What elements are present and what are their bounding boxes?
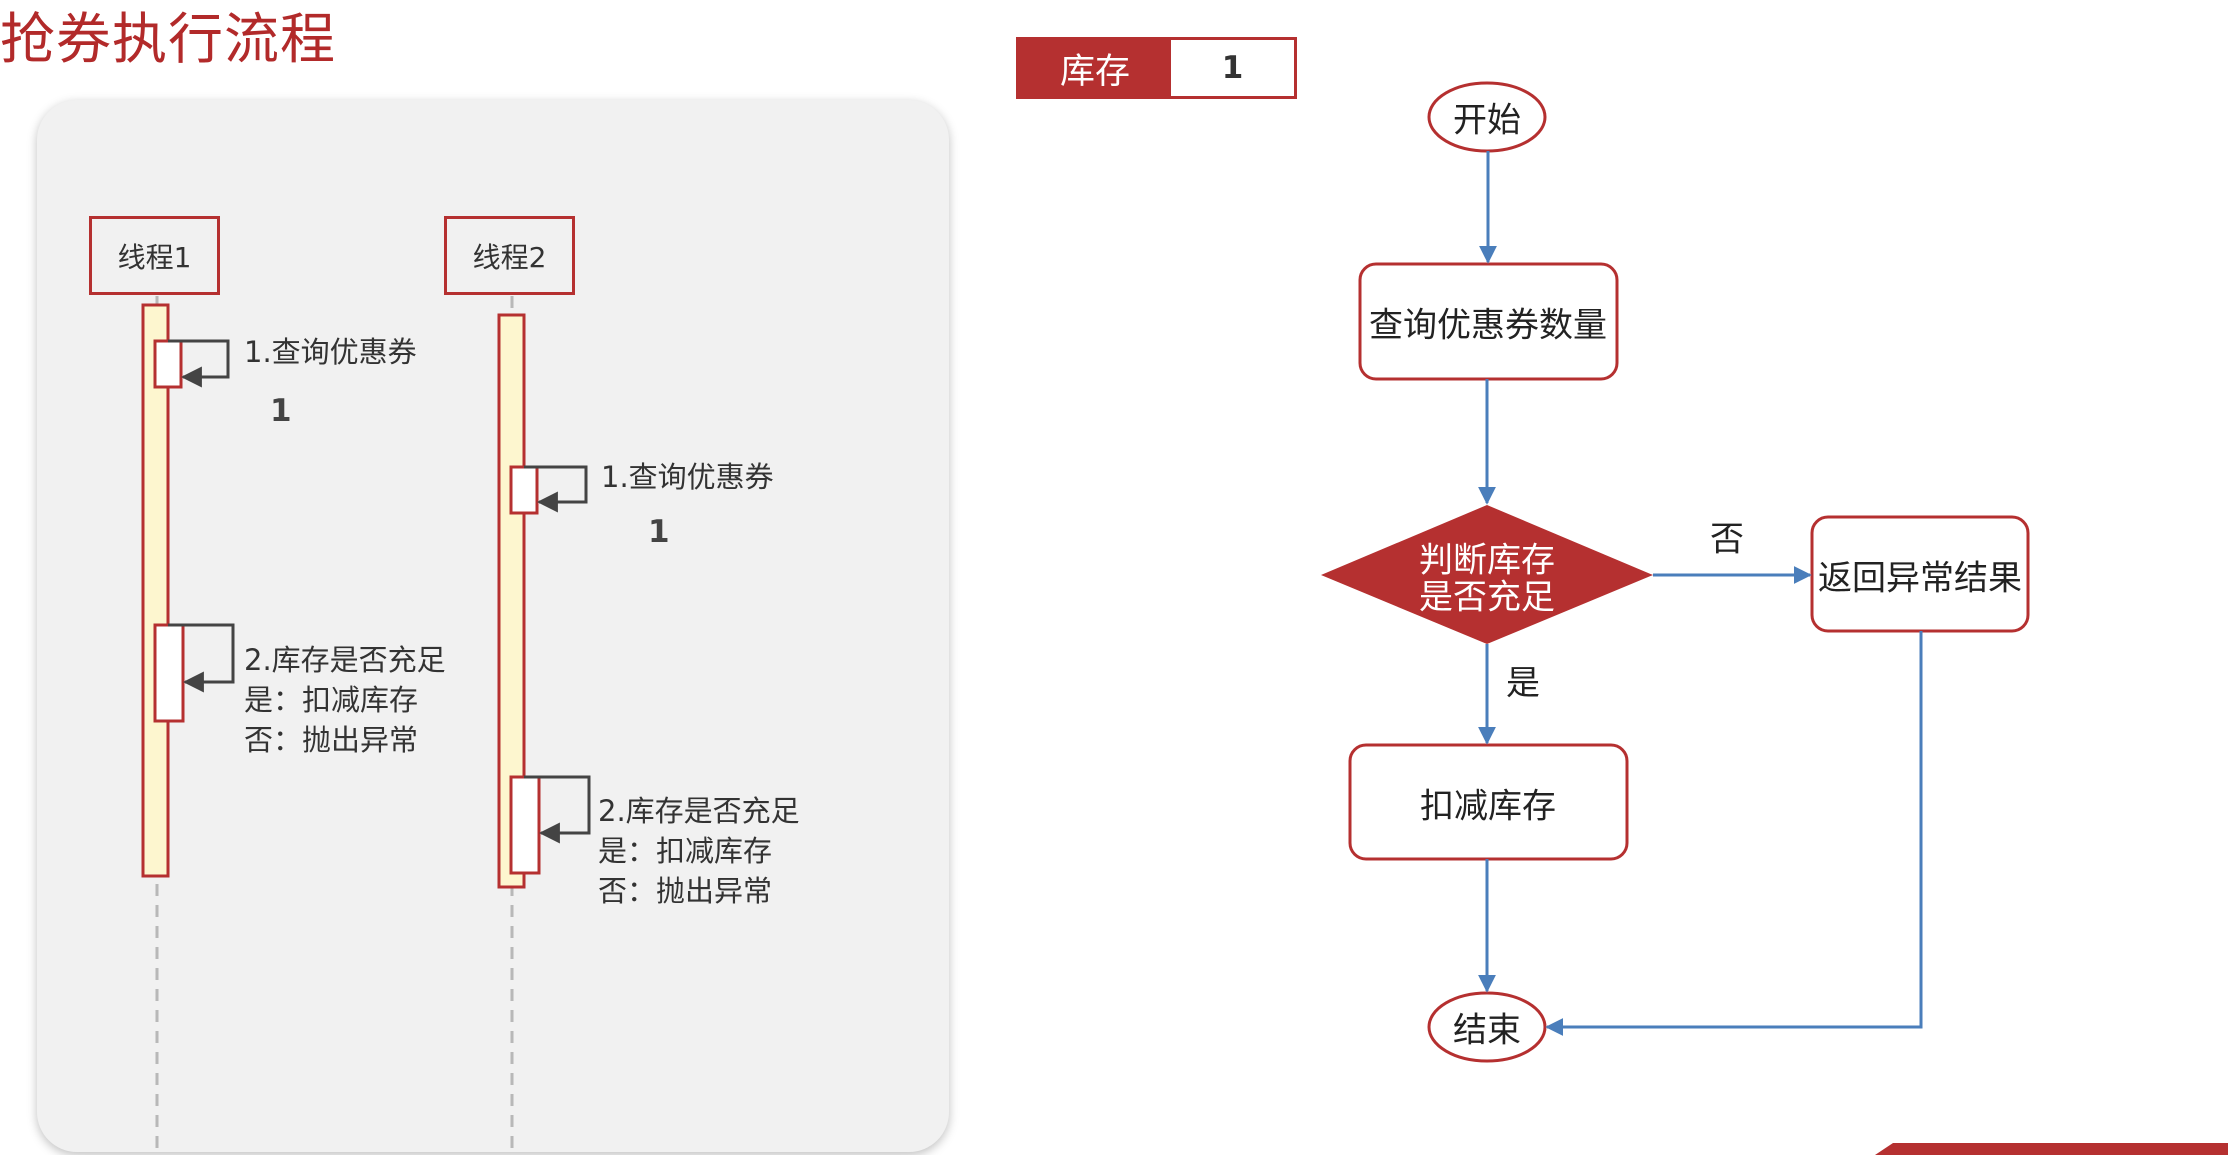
thread1-query-result: 1	[270, 393, 292, 429]
thread2-step2-line1: 2.库存是否充足	[598, 794, 800, 828]
query-label: 查询优惠券数量	[1369, 305, 1607, 346]
thread1-step1-self-arrow	[168, 339, 230, 388]
page-title: 抢券执行流程	[0, 7, 337, 71]
thread1-step2-line3: 否：抛出异常	[244, 723, 419, 757]
start-label: 开始	[1453, 100, 1521, 141]
thread1-step2-self-arrow	[168, 623, 235, 693]
thread1-step1-label: 1.查询优惠券	[244, 335, 417, 369]
stock-indicator: 库存 1	[1016, 37, 1297, 99]
thread2-step1-self-arrow	[524, 465, 588, 513]
decision-label-line2: 是否充足	[1419, 577, 1555, 618]
thread1-step2-activation	[153, 623, 185, 723]
thread2-query-result: 1	[648, 514, 670, 550]
thread2-step2-line2: 是：扣减库存	[598, 834, 773, 868]
error-label: 返回异常结果	[1818, 558, 2022, 599]
thread1-step2-line1: 2.库存是否充足	[244, 643, 446, 677]
decorative-corner-bar	[1875, 1143, 2228, 1155]
thread2-step2-self-arrow	[524, 775, 591, 844]
decision-label-line1: 判断库存	[1419, 540, 1555, 581]
thread2-step1-label: 1.查询优惠券	[601, 460, 774, 494]
stock-label: 库存	[1019, 40, 1171, 96]
deduct-label: 扣减库存	[1420, 786, 1556, 827]
decision-node	[1321, 505, 1653, 644]
end-label: 结束	[1453, 1010, 1521, 1051]
no-branch-label: 否	[1710, 519, 1744, 560]
arrow-error-to-end	[1545, 631, 1923, 1036]
end-node	[1427, 991, 1547, 1063]
stock-value: 1	[1221, 50, 1244, 86]
thread1-header: 线程1	[89, 216, 220, 295]
thread2-header: 线程2	[444, 216, 575, 295]
thread1-activation	[141, 303, 170, 878]
thread1-step1-activation	[153, 339, 183, 389]
yes-branch-label: 是	[1506, 663, 1540, 704]
thread2-step2-line3: 否：抛出异常	[598, 874, 773, 908]
thread2-step1-activation	[509, 465, 539, 515]
thread1-step2-line2: 是：扣减库存	[244, 683, 419, 717]
